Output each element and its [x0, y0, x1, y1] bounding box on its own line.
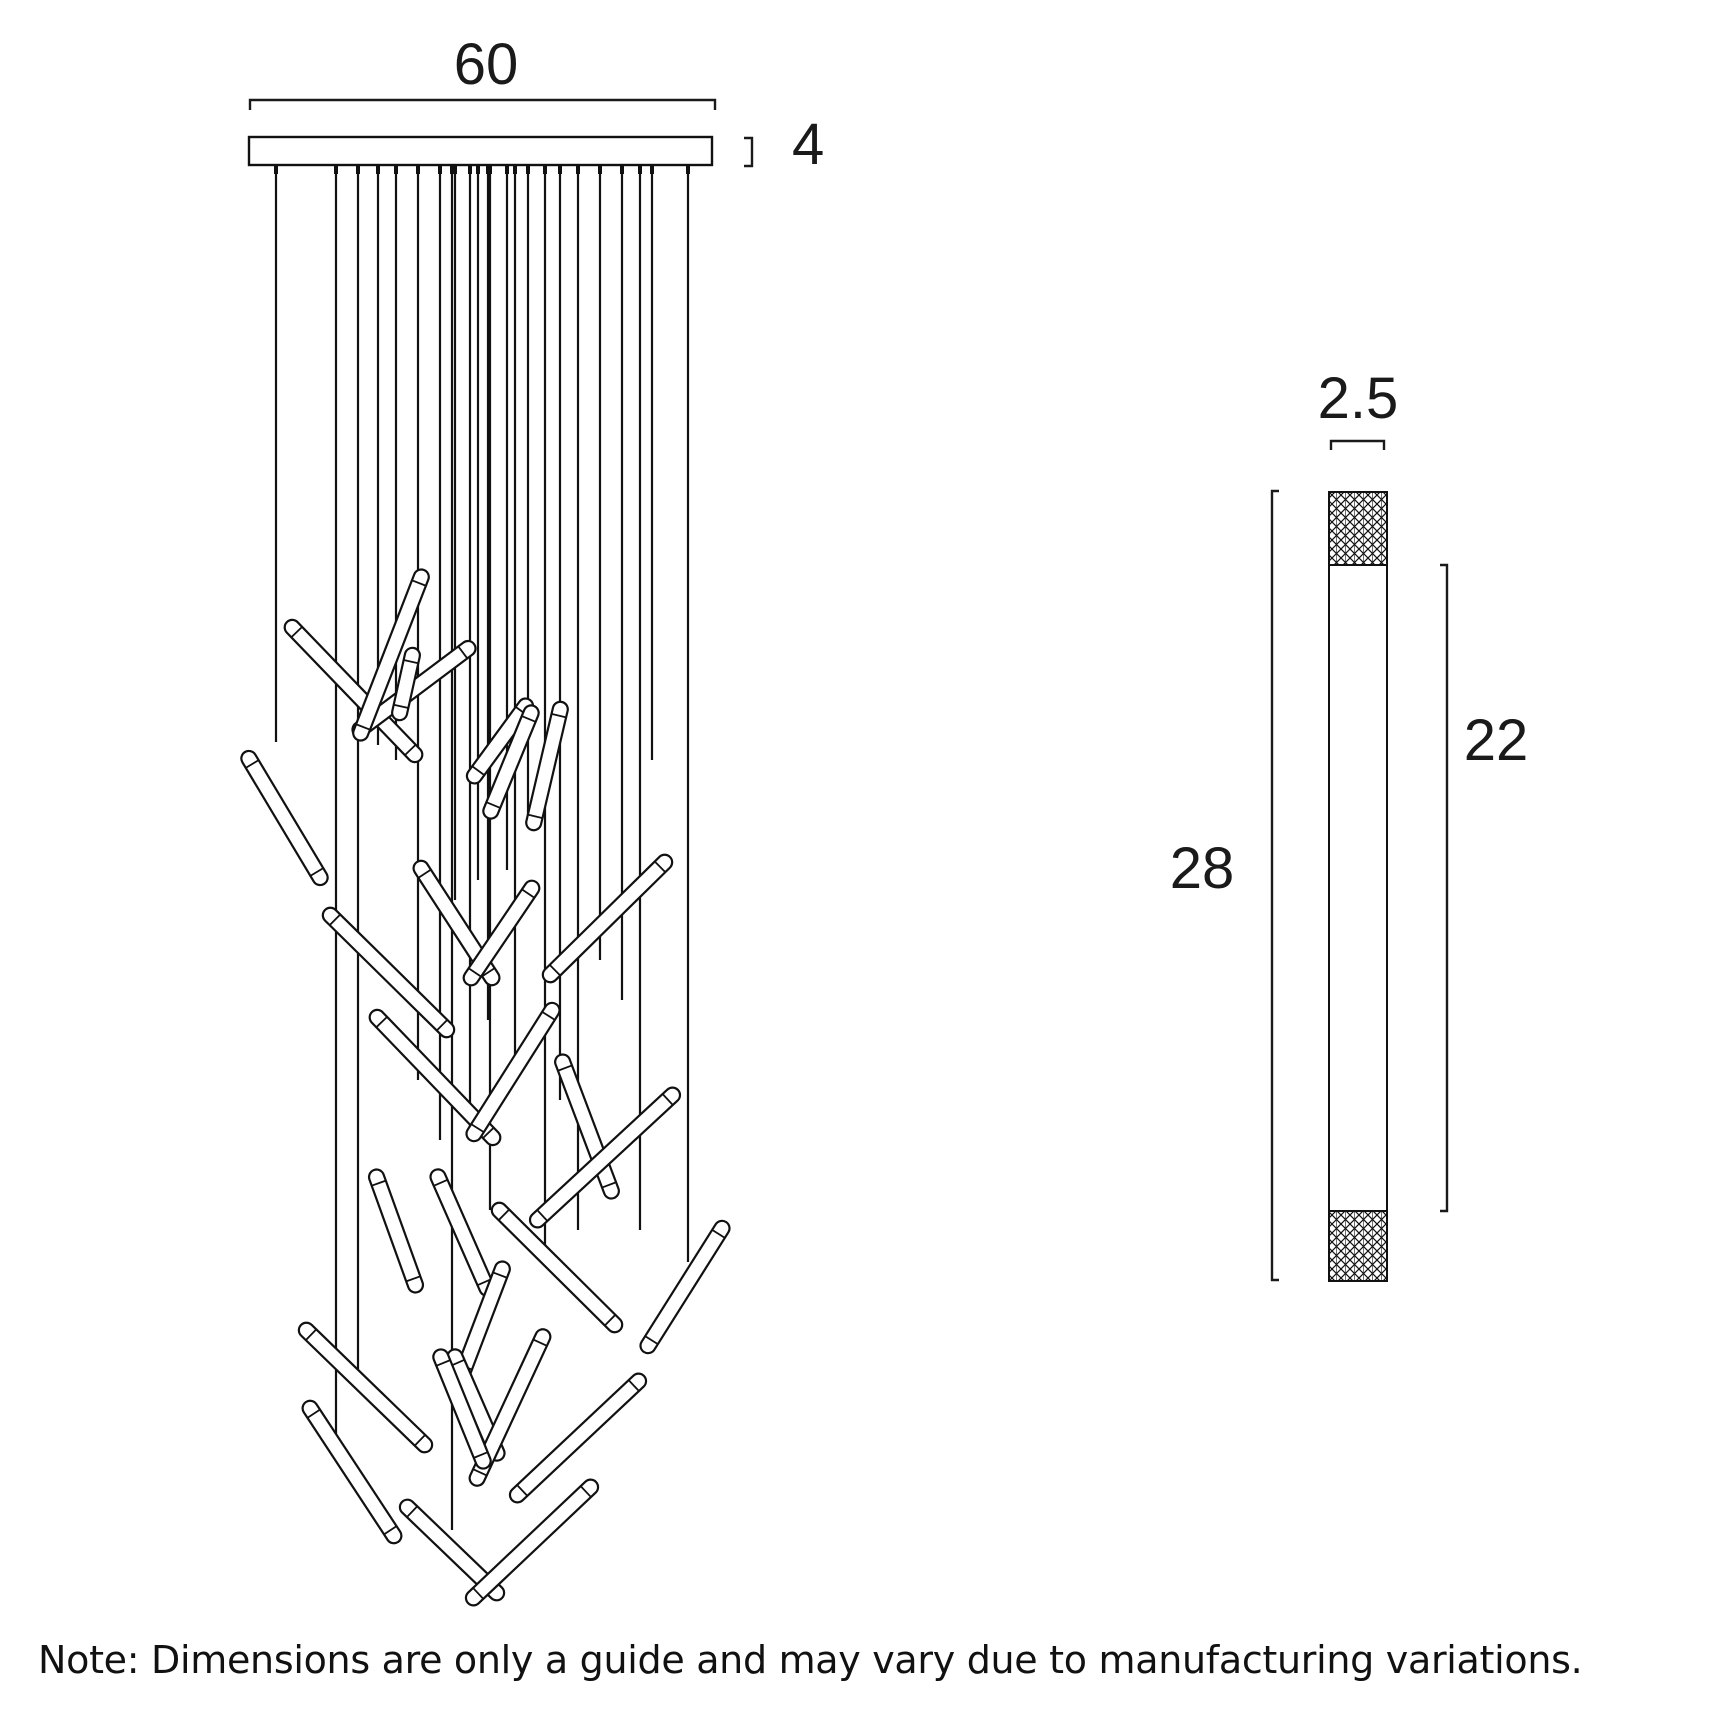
pendant-rod: [321, 906, 456, 1039]
pendant-rod: [465, 1001, 561, 1143]
pendant-rod: [482, 704, 540, 820]
tube-total-length-bracket: [1270, 489, 1279, 1282]
pendant-rod: [462, 879, 541, 987]
pendant-rod: [391, 646, 421, 722]
tube-detail-drawing: 2.5 28 22: [1170, 366, 1529, 1282]
pendant-rod: [368, 1008, 502, 1147]
pendant-rod: [297, 1321, 434, 1454]
tube-knurled-bottom-cap: [1328, 1210, 1388, 1282]
chandelier-drawing: 60 4: [240, 32, 824, 1607]
tube-knurled-top-cap: [1328, 491, 1388, 566]
canopy-height-label: 4: [792, 112, 824, 177]
pendant-rod: [432, 1348, 492, 1470]
pendant-rod: [367, 1168, 425, 1294]
pendant-rod: [240, 749, 329, 887]
pendant-rod: [352, 568, 430, 742]
tube-diameter-bracket: [1329, 439, 1386, 450]
tube-diffuser-body: [1328, 564, 1388, 1212]
canopy-width-label: 60: [454, 32, 519, 97]
tube-glow-length-bracket: [1440, 563, 1449, 1213]
tube-diameter-label: 2.5: [1318, 366, 1399, 431]
pendant-rod: [283, 618, 424, 764]
canopy-height-bracket: [744, 136, 754, 168]
pendant-rod: [464, 1478, 600, 1607]
canopy-width-bracket: [248, 98, 717, 110]
pendant-rods: [240, 568, 731, 1607]
tube-total-length-label: 28: [1170, 836, 1235, 901]
pendant-rod: [639, 1219, 731, 1355]
pendant-rod: [465, 697, 535, 785]
pendant-rod: [508, 1372, 648, 1504]
pendant-rod: [429, 1168, 496, 1297]
pendant-rod: [468, 1328, 552, 1487]
pendant-rod: [525, 700, 569, 832]
canopy: [247, 135, 714, 167]
pendant-rod: [541, 853, 674, 984]
dimensions-note: Note: Dimensions are only a guide and ma…: [38, 1638, 1583, 1682]
pendant-rod: [528, 1086, 682, 1229]
pendant-rod: [490, 1201, 624, 1334]
tube-glow-length-label: 22: [1464, 708, 1529, 773]
